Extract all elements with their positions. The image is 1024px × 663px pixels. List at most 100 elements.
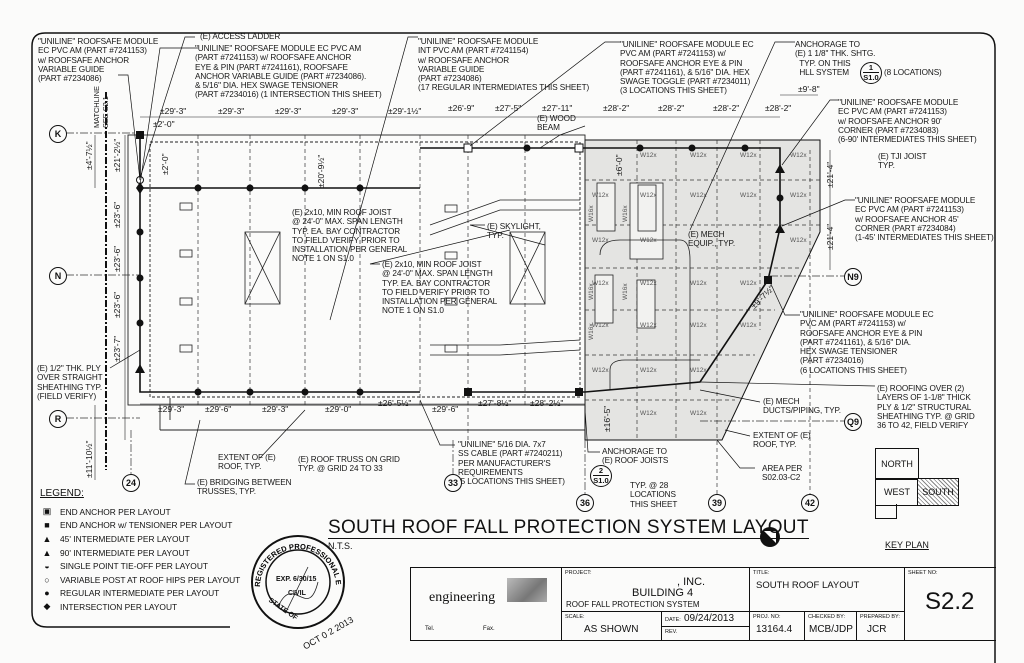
callout-note: EXTENT OF (E) ROOF, TYP.: [218, 453, 276, 472]
dimension-label: ±29'-6": [205, 404, 232, 414]
dimension-label: ±2'-0": [153, 119, 175, 129]
dimension-label: ±2'-0": [160, 153, 170, 175]
legend-item-label: END ANCHOR w/ TENSIONER PER LAYOUT: [60, 520, 233, 531]
dimension-lines: [94, 94, 831, 480]
truss-grid-lines: [197, 135, 820, 500]
dimension-label: ±16'-5": [602, 405, 612, 432]
dimension-label: ±11'-10½": [84, 440, 94, 478]
joist-size-label: W12x: [640, 410, 657, 417]
joist-size-label: W12x: [640, 152, 657, 159]
firm-logo: [507, 578, 547, 602]
proj-no-cell: PROJ. NO: 13164.4: [749, 611, 804, 640]
joist-size-label: W12x: [640, 322, 657, 329]
key-plan-west: WEST: [875, 478, 919, 506]
drawing-title: SOUTH ROOF FALL PROTECTION SYSTEM LAYOUT: [328, 517, 809, 539]
checked-label: CHECKED BY:: [808, 614, 845, 620]
callout-note: "UNILINE" ROOFSAFE MODULE INT PVC AM (PA…: [418, 37, 590, 93]
joist-size-label: W12x: [790, 152, 807, 159]
callout-note: (E) MECH EQUIP., TYP.: [688, 230, 736, 249]
dimension-label: ±4'-7½": [84, 141, 94, 170]
dimension-label: ±29'-3": [275, 106, 302, 116]
joist-size-label: W16x: [588, 205, 595, 222]
joist-size-label: W16x: [622, 205, 629, 222]
joist-size-label: W12x: [690, 192, 707, 199]
title-cell: TITLE: SOUTH ROOF LAYOUT: [749, 568, 904, 611]
proj-no-label: PROJ. NO:: [753, 614, 781, 620]
callout-note: (8 LOCATIONS): [884, 68, 942, 77]
key-plan-notch: [875, 504, 897, 519]
corner-anchors: [135, 164, 785, 373]
grid-bubble: 36: [576, 494, 594, 512]
callout-note: (E) 2x10, MIN ROOF JOIST @ 24'-0" MAX. S…: [382, 260, 498, 316]
callout-note: (E) MECH DUCTS/PIPING, TYP.: [763, 397, 841, 416]
dimension-label: ±26'-5½": [378, 398, 412, 408]
sheet-no-cell: SHEET NO: S2.2: [904, 568, 996, 640]
single-point-tieoff-icon: ◒: [44, 561, 50, 572]
detail-sheet: S1.0: [863, 73, 879, 82]
joist-size-label: W12x: [640, 280, 657, 287]
legend-item: ■END ANCHOR w/ TENSIONER PER LAYOUT: [40, 519, 240, 533]
dimension-label: ±28'-2": [765, 103, 792, 113]
fax-label: Fax.: [483, 626, 495, 632]
joist-size-label: W12x: [592, 367, 609, 374]
dimension-label: ±26'-9": [448, 103, 475, 113]
callout-note: "UNILINE" ROOFSAFE MODULE EC PVC AM (PAR…: [838, 98, 977, 145]
key-plan-south: SOUTH: [917, 478, 959, 506]
dimension-label: ±29'-0": [325, 404, 352, 414]
grid-bubble: R: [49, 410, 67, 428]
callout-note: AREA PER S02.03-C2: [762, 464, 803, 483]
legend-item-label: INTERSECTION PER LAYOUT: [60, 601, 178, 612]
callout-note: TYP. @ 28 LOCATIONS THIS SHEET: [630, 481, 678, 509]
grid-bubble: 39: [708, 494, 726, 512]
legend-item: ○VARIABLE POST AT ROOF HIPS PER LAYOUT: [40, 573, 240, 587]
dimension-label: ±23'-6": [112, 245, 122, 272]
end-anchor-icon: ▣: [42, 506, 52, 517]
callout-note: (E) WOOD BEAM: [537, 114, 576, 133]
joist-size-label: W12x: [690, 152, 707, 159]
legend-item-label: 90' INTERMEDIATE PER LAYOUT: [60, 547, 190, 558]
variable-post-icon: ○: [44, 574, 50, 585]
legend-item: ▲90' INTERMEDIATE PER LAYOUT: [40, 546, 240, 560]
checked-cell: CHECKED BY: MCB/JDP: [804, 611, 856, 640]
intersection-icon: ◆: [43, 601, 51, 612]
dimension-label: ±23'-7": [112, 335, 122, 362]
firm-cell: engineering Tel. Fax.: [411, 568, 561, 640]
dimension-label: ±29'-3": [160, 106, 187, 116]
dimension-label: ±23'-6": [112, 201, 122, 228]
joist-size-label: W12x: [592, 237, 609, 244]
stamp-expiry: EXP. 6/30/15: [276, 576, 317, 583]
dimension-label: ±28'-2": [713, 103, 740, 113]
grid-bubble: N: [49, 267, 67, 285]
callout-note: "UNILINE" ROOFSAFE MODULE EC PVC AM (PAR…: [855, 196, 994, 243]
intermediate-45-icon: ▲: [42, 533, 52, 544]
dimension-label: ±28'-2": [658, 103, 685, 113]
legend-item: ◒SINGLE POINT TIE-OFF PER LAYOUT: [40, 559, 240, 573]
rev-cell: REV.: [661, 626, 749, 640]
dimension-label: ±29'-3": [158, 404, 185, 414]
tel-label: Tel.: [425, 626, 435, 632]
dimension-label: ±29'-1½": [388, 106, 422, 116]
skylights: [179, 202, 546, 353]
regular-intermediate-icon: ●: [44, 588, 50, 599]
joist-size-label: W16x: [588, 323, 595, 340]
title-block: engineering Tel. Fax. PROJECT: , INC. BU…: [410, 567, 996, 641]
dimension-label: ±29'-3": [262, 404, 289, 414]
dimension-label: ±28'-2": [603, 103, 630, 113]
callout-note: (E) ROOFING OVER (2) LAYERS OF 1-1/8" TH…: [877, 384, 975, 431]
legend: LEGEND: ▣END ANCHOR PER LAYOUT■END ANCHO…: [40, 488, 240, 614]
callout-note: (E) SKYLIGHT, TYP.: [487, 222, 541, 241]
dimension-label: ±21'-4": [825, 161, 835, 188]
grid-bubble: K: [49, 125, 67, 143]
proj-no-value: 13164.4: [756, 624, 793, 635]
stamp-seal: REGISTERED PROFESSIONAL ENGINEER: [245, 525, 345, 629]
roof-outline: [127, 134, 586, 431]
dimension-label: ±27'-8½": [478, 398, 512, 408]
callout-note: "UNILINE" ROOFSAFE MODULE EC PVC AM (PAR…: [195, 44, 382, 100]
callout-note: EXTENT OF (E) ROOF, TYP.: [753, 431, 811, 450]
project-cell: PROJECT: , INC. BUILDING 4 ROOF FALL PRO…: [561, 568, 749, 611]
date-label: DATE:: [665, 617, 681, 623]
joist-size-label: W12x: [740, 322, 757, 329]
joist-size-label: W12x: [690, 410, 707, 417]
prepared-label: PREPARED BY:: [860, 614, 900, 620]
